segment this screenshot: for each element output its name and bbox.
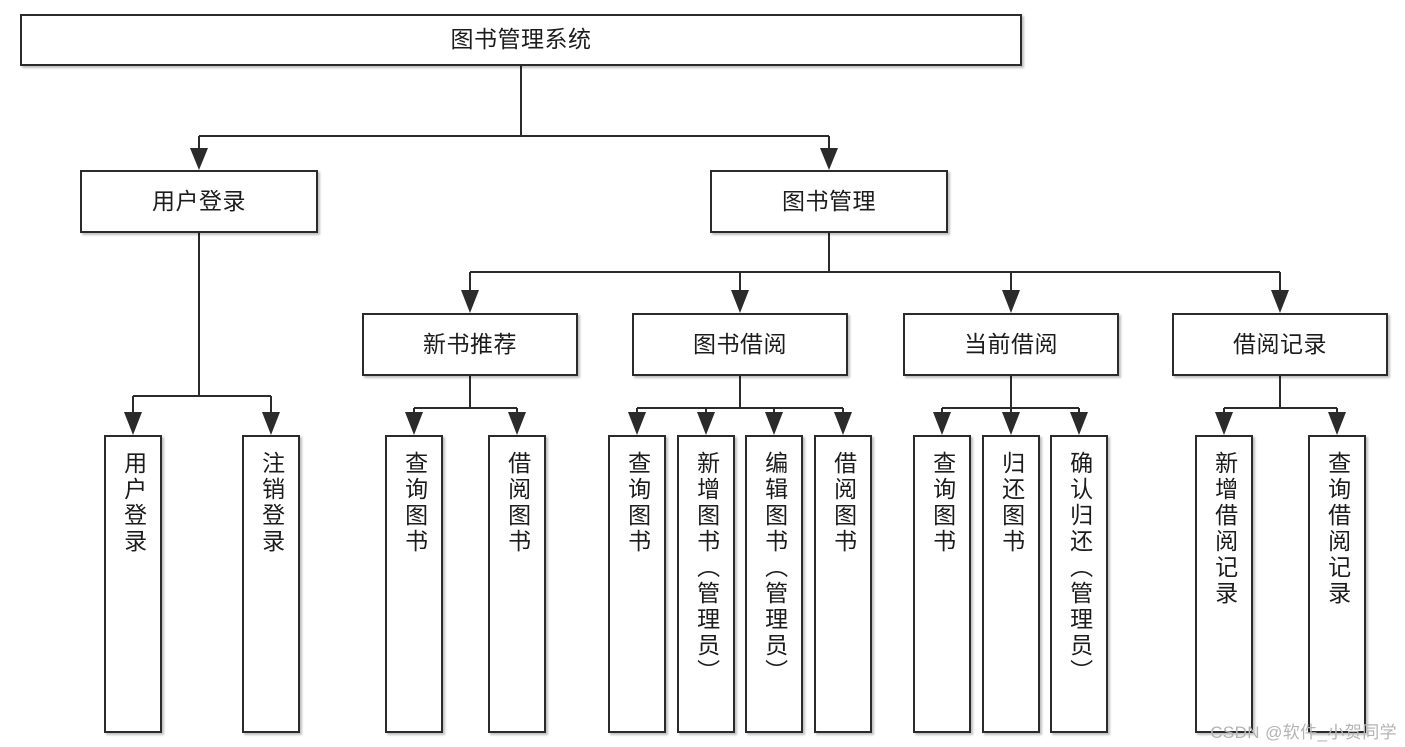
node-label: 编辑图书（管理员）: [761, 451, 788, 685]
node-label: 新书推荐: [423, 330, 517, 357]
node-label: 用户登录: [120, 451, 147, 555]
node-label: 归还图书: [998, 451, 1025, 555]
node-label: 图书管理系统: [450, 26, 592, 53]
leaf-record-add-record[interactable]: 新增借阅记录: [1195, 435, 1253, 733]
node-label: 注销登录: [258, 451, 285, 555]
node-label: 查询图书: [401, 451, 428, 555]
node-label: 图书管理: [782, 187, 876, 214]
node-borrowing-record[interactable]: 借阅记录: [1172, 313, 1388, 376]
node-label: 新增图书（管理员）: [693, 451, 720, 685]
node-book-management[interactable]: 图书管理: [710, 170, 948, 233]
node-book-borrowing[interactable]: 图书借阅: [632, 313, 848, 376]
node-label: 借阅记录: [1233, 330, 1327, 357]
node-label: 用户登录: [152, 187, 246, 214]
leaf-current-confirm-return-admin[interactable]: 确认归还（管理员）: [1050, 435, 1108, 733]
node-label: 查询图书: [624, 451, 651, 555]
node-current-borrowing[interactable]: 当前借阅: [903, 313, 1119, 376]
node-label: 借阅图书: [830, 451, 857, 555]
leaf-borrow-add-book-admin[interactable]: 新增图书（管理员）: [677, 435, 735, 733]
node-user-login[interactable]: 用户登录: [80, 170, 318, 233]
node-label: 查询图书: [929, 451, 956, 555]
node-label: 当前借阅: [964, 330, 1058, 357]
leaf-borrow-query-book[interactable]: 查询图书: [608, 435, 666, 733]
node-label: 查询借阅记录: [1324, 451, 1351, 607]
leaf-record-query-record[interactable]: 查询借阅记录: [1308, 435, 1366, 733]
node-label: 图书借阅: [693, 330, 787, 357]
node-label: 确认归还（管理员）: [1066, 451, 1093, 685]
node-label: 借阅图书: [504, 451, 531, 555]
leaf-user-login-login[interactable]: 用户登录: [104, 435, 162, 733]
node-new-book-recommendation[interactable]: 新书推荐: [362, 313, 578, 376]
leaf-current-query-book[interactable]: 查询图书: [913, 435, 971, 733]
leaf-new-book-borrow-book[interactable]: 借阅图书: [488, 435, 546, 733]
leaf-new-book-query-book[interactable]: 查询图书: [385, 435, 443, 733]
leaf-user-login-logout[interactable]: 注销登录: [242, 435, 300, 733]
leaf-borrow-borrow-book[interactable]: 借阅图书: [814, 435, 872, 733]
node-root-book-management-system[interactable]: 图书管理系统: [20, 14, 1022, 66]
leaf-borrow-edit-book-admin[interactable]: 编辑图书（管理员）: [745, 435, 803, 733]
node-label: 新增借阅记录: [1211, 451, 1238, 607]
leaf-current-return-book[interactable]: 归还图书: [982, 435, 1040, 733]
